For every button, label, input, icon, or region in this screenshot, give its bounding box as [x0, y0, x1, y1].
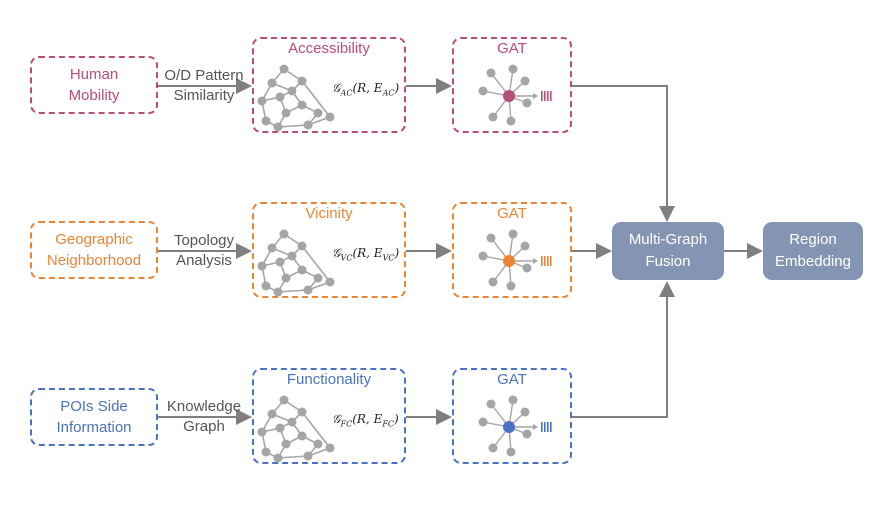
arrow-gat-3-to-fusion — [572, 281, 675, 418]
network-graph-icon — [257, 64, 335, 132]
attention-graph-icon — [478, 395, 552, 457]
arrow-gat-1-to-fusion — [572, 85, 675, 222]
relation-line1: Topology — [173, 232, 235, 249]
graph-formula: 𝒢FC(R, EFC) — [332, 412, 399, 429]
graph-title: Functionality — [286, 371, 372, 388]
fusion-line2: Fusion — [645, 253, 691, 270]
output-line2: Embedding — [775, 253, 851, 270]
relation-line2: Similarity — [173, 87, 235, 104]
gat-box-functionality: GAT — [452, 368, 572, 464]
attention-graph-icon — [478, 64, 552, 126]
gat-title: GAT — [497, 40, 527, 57]
source-line1: Human — [69, 66, 119, 83]
network-graph-icon — [257, 229, 335, 297]
source-box-human-mobility: Human Mobility — [30, 56, 158, 114]
network-graph-icon — [257, 395, 335, 463]
graph-box-vicinity: Vicinity 𝒢VC(R, EVC) — [252, 202, 406, 298]
graph-formula: 𝒢VC(R, EVC) — [332, 246, 400, 263]
source-line1: POIs Side — [60, 398, 128, 415]
gat-title: GAT — [497, 205, 527, 222]
source-line2: Neighborhood — [46, 252, 142, 269]
source-line2: Mobility — [68, 87, 120, 104]
relation-line1: O/D Pattern — [164, 67, 244, 84]
source-box-pois-side-information: POIs Side Information — [30, 388, 158, 446]
relation-label-topology: Topology Analysis — [156, 231, 252, 271]
source-line2: Information — [56, 419, 132, 436]
graph-box-accessibility: Accessibility 𝒢AC(R, EAC) — [252, 37, 406, 133]
relation-line2: Graph — [183, 418, 225, 435]
region-embedding-box: Region Embedding — [763, 222, 863, 280]
graph-box-functionality: Functionality 𝒢FC(R, EFC) — [252, 368, 406, 464]
multi-graph-fusion-box: Multi-Graph Fusion — [612, 222, 724, 280]
relation-line1: Knowledge — [166, 398, 242, 415]
fusion-line1: Multi-Graph — [628, 231, 708, 248]
relation-label-od-pattern: O/D Pattern Similarity — [156, 66, 252, 106]
attention-graph-icon — [478, 229, 552, 291]
graph-formula: 𝒢AC(R, EAC) — [332, 81, 400, 98]
relation-line2: Analysis — [176, 252, 232, 269]
source-line1: Geographic — [55, 231, 133, 248]
output-line1: Region — [789, 231, 837, 248]
gat-box-vicinity: GAT — [452, 202, 572, 298]
relation-label-knowledge-graph: Knowledge Graph — [156, 397, 252, 437]
gat-box-accessibility: GAT — [452, 37, 572, 133]
graph-title: Accessibility — [288, 40, 370, 57]
gat-title: GAT — [497, 371, 527, 388]
source-box-geographic-neighborhood: Geographic Neighborhood — [30, 221, 158, 279]
graph-title: Vicinity — [305, 205, 353, 222]
